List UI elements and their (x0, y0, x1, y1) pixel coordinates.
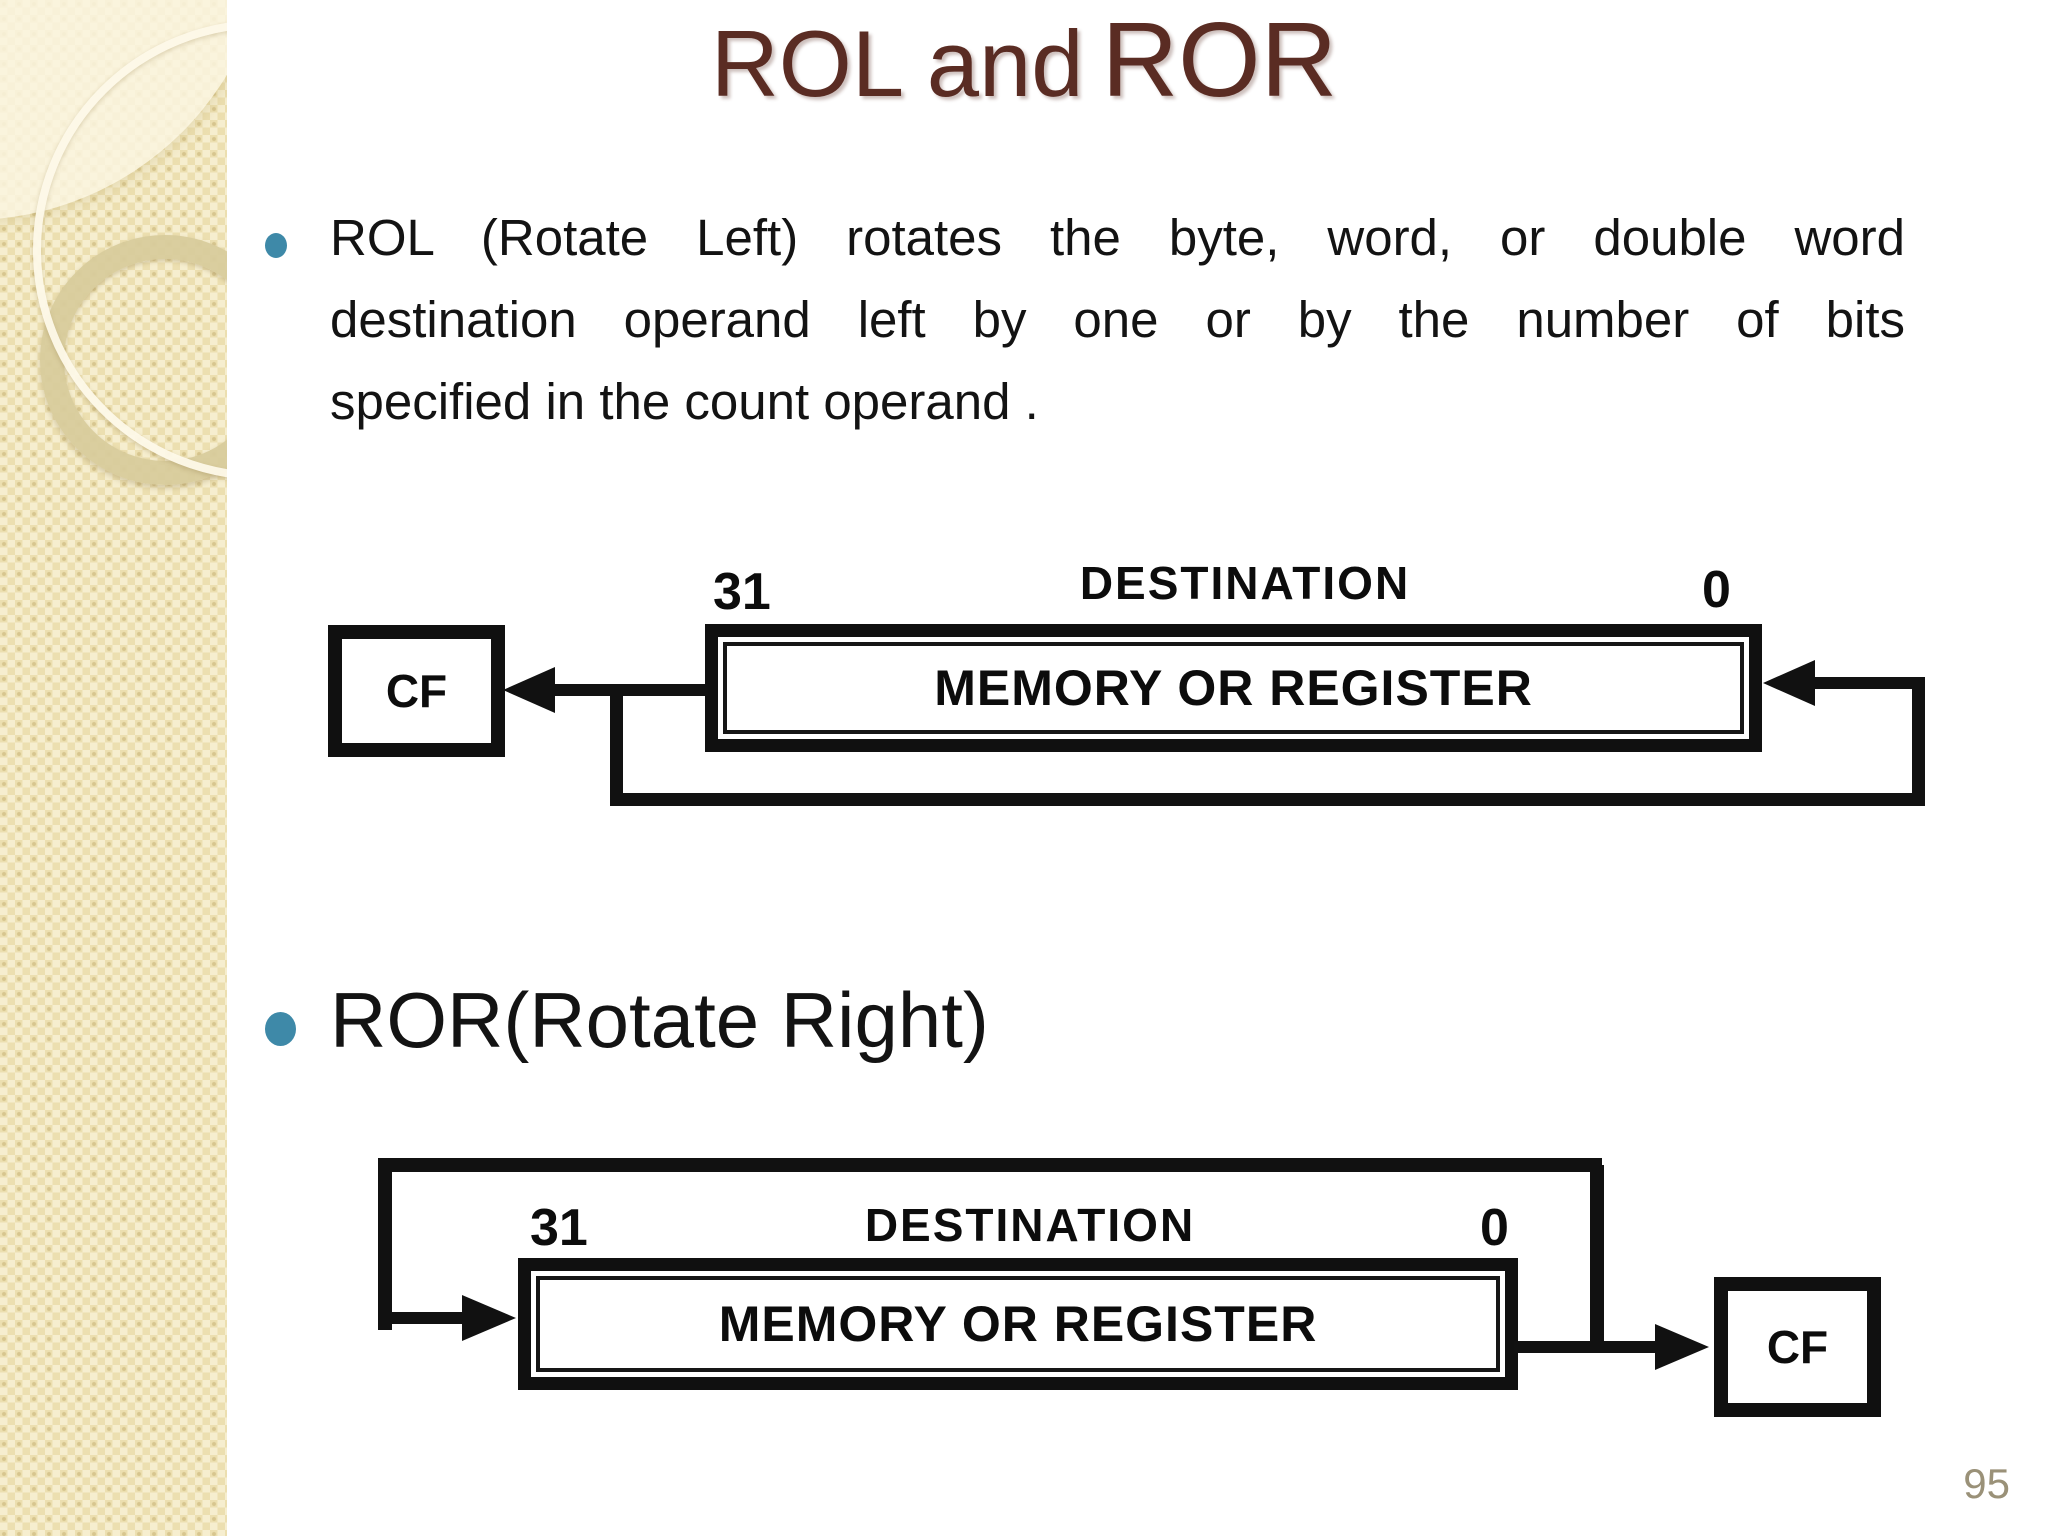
ror-register-label: MEMORY OR REGISTER (536, 1276, 1500, 1372)
ror-loop-entry-line (378, 1312, 468, 1324)
bullet-marker-2 (265, 1012, 296, 1046)
ror-loop-rise-line (1590, 1165, 1604, 1350)
ror-lsb-arrowhead-icon (1655, 1324, 1709, 1370)
ror-lsb-line (1514, 1341, 1659, 1353)
decorative-sidebar (0, 0, 227, 1536)
ror-loop-top-line (378, 1158, 1602, 1172)
rol-cf-box: CF (328, 625, 505, 757)
ror-loop-left-line (378, 1158, 392, 1330)
ror-cf-label: CF (1766, 1321, 1829, 1373)
rol-destination-label: DESTINATION (1079, 557, 1411, 609)
rol-loop-bottom-line (610, 793, 1925, 806)
rol-cf-label: CF (385, 665, 448, 717)
bullet-2-text: ROR(Rotate Right) (330, 976, 989, 1064)
rol-loop-right-line (1912, 677, 1925, 806)
bullet-1-line-2: destination operand left by one or by th… (330, 291, 1905, 348)
rol-loop-drop-line (610, 690, 623, 805)
ror-loop-arrowhead-icon (462, 1295, 516, 1341)
title-part-small: ROL and (710, 11, 1084, 116)
rol-register-label: MEMORY OR REGISTER (723, 642, 1744, 734)
rol-loop-arrowhead-icon (1763, 660, 1815, 706)
ror-cf-box: CF (1714, 1277, 1881, 1417)
ror-bit0-label: 0 (1480, 1199, 1509, 1257)
title-part-large: ROR (1101, 1, 1338, 119)
bullet-marker-1 (265, 233, 287, 258)
ror-destination-label: DESTINATION (864, 1199, 1196, 1251)
bullet-1-line-3: specified in the count operand . (330, 373, 1039, 430)
ror-bit31-label: 31 (530, 1199, 588, 1257)
rol-bit31-label: 31 (713, 563, 771, 621)
ror-register-box: MEMORY OR REGISTER (518, 1258, 1518, 1390)
bullet-1-text: ROL (Rotate Left) rotates the byte, word… (330, 197, 1905, 443)
rol-msb-line (548, 684, 708, 696)
rol-loop-return-line (1812, 677, 1917, 689)
page-number: 95 (1963, 1460, 2010, 1507)
bullet-1-line-1: ROL (Rotate Left) rotates the byte, word… (330, 209, 1905, 266)
rol-msb-arrowhead-icon (503, 667, 555, 713)
rol-register-box: MEMORY OR REGISTER (705, 624, 1762, 752)
rol-bit0-label: 0 (1702, 561, 1731, 619)
